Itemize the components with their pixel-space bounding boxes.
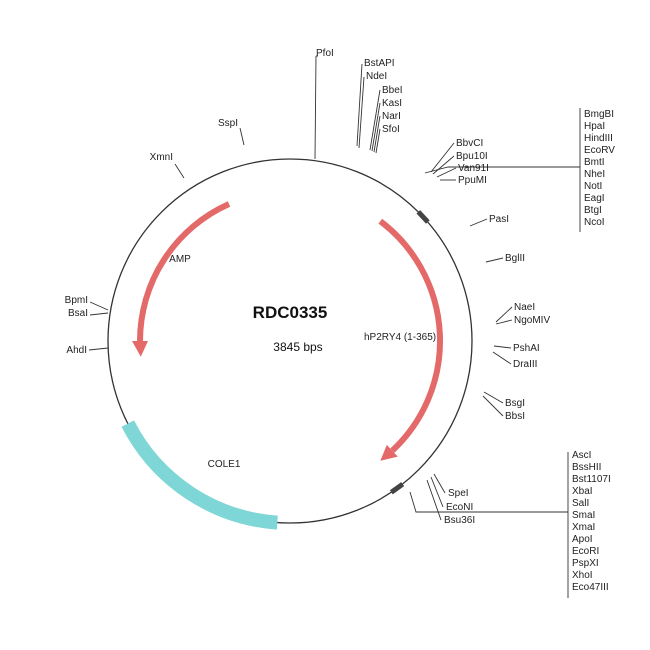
site-bbsi: BbsI bbox=[505, 411, 525, 422]
site-pshai: PshAI bbox=[513, 343, 540, 354]
site-naei: NaeI bbox=[514, 302, 535, 313]
pfoi-leader bbox=[314, 55, 317, 160]
amp-label: AMP bbox=[169, 254, 191, 265]
site-xbai: XbaI bbox=[572, 486, 593, 497]
cole1-feature bbox=[121, 420, 278, 530]
site-bsai: BsaI bbox=[68, 308, 88, 319]
plasmid-size: 3845 bps bbox=[273, 340, 322, 354]
site-hindiii: HindIII bbox=[584, 133, 613, 144]
site-bmti: BmtI bbox=[584, 157, 605, 168]
site-sspi: SspI bbox=[218, 118, 238, 129]
site-pspxi: PspXI bbox=[572, 558, 599, 569]
site-bbei: BbeI bbox=[382, 85, 403, 96]
site-ndei: NdeI bbox=[366, 71, 387, 82]
site-bsgi: BsgI bbox=[505, 398, 525, 409]
hp2ry4-label: hP2RY4 (1-365) bbox=[364, 332, 436, 343]
econi-leader bbox=[430, 476, 444, 508]
pasi-leader bbox=[469, 218, 488, 227]
site-hpai: HpaI bbox=[584, 121, 605, 132]
site-van91i: Van91I bbox=[458, 163, 489, 174]
site-ahdi: AhdI bbox=[66, 345, 87, 356]
sfoi-leader bbox=[375, 128, 381, 154]
sspi-leader bbox=[239, 127, 245, 146]
bsgi-leader bbox=[483, 391, 504, 404]
site-apoi: ApoI bbox=[572, 534, 593, 545]
site-pfoi: PfoI bbox=[316, 48, 334, 59]
site-xmni: XmnI bbox=[150, 152, 173, 163]
bstapi-leader bbox=[356, 63, 363, 147]
mcs-top-leader bbox=[424, 166, 580, 174]
site-ppumi: PpuMI bbox=[458, 175, 487, 186]
hp2ry4-gene-arrow bbox=[378, 218, 443, 453]
site-eco47iii: Eco47III bbox=[572, 582, 609, 593]
site-bpmi: BpmI bbox=[65, 295, 88, 306]
van91i-leader bbox=[436, 167, 457, 178]
site-asci: AscI bbox=[572, 450, 591, 461]
site-kasi: KasI bbox=[382, 98, 402, 109]
site-bsshii: BssHII bbox=[572, 462, 601, 473]
site-ecorv: EcoRV bbox=[584, 145, 615, 156]
bpmi-leader bbox=[89, 301, 109, 311]
site-ngomiv: NgoMIV bbox=[514, 315, 550, 326]
pshai-leader bbox=[493, 345, 512, 349]
bbvci-leader bbox=[430, 142, 455, 173]
mcs-bottom-leader bbox=[409, 491, 568, 513]
kasi-leader bbox=[371, 102, 381, 152]
site-ecori: EcoRI bbox=[572, 546, 599, 557]
bbei-leader bbox=[369, 89, 381, 151]
bpu10i-leader bbox=[432, 155, 455, 175]
site-spei: SpeI bbox=[448, 488, 469, 499]
site-sfoi: SfoI bbox=[382, 124, 400, 135]
spei-leader bbox=[433, 473, 446, 494]
site-bstapi: BstAPI bbox=[364, 58, 395, 69]
site-pasi: PasI bbox=[489, 214, 509, 225]
site-smai: SmaI bbox=[572, 510, 595, 521]
nari-leader bbox=[373, 115, 381, 153]
site-btgi: BtgI bbox=[584, 205, 602, 216]
bbsi-leader bbox=[482, 395, 504, 417]
mcs-top-marker bbox=[416, 210, 430, 224]
draiii-leader bbox=[492, 351, 512, 365]
site-bpu10i: Bpu10I bbox=[456, 151, 488, 162]
site-bglii: BglII bbox=[505, 253, 525, 264]
site-bbvci: BbvCI bbox=[456, 138, 483, 149]
site-eagi: EagI bbox=[584, 193, 605, 204]
site-xhoi: XhoI bbox=[572, 570, 593, 581]
xmni-leader bbox=[174, 163, 185, 179]
site-ncoi: NcoI bbox=[584, 217, 605, 228]
ahdi-leader bbox=[88, 347, 109, 351]
bsu36i-leader bbox=[426, 479, 442, 521]
amp-arrowhead bbox=[132, 341, 148, 357]
ngomiv-leader bbox=[495, 319, 513, 325]
site-bst1107i: Bst1107I bbox=[572, 474, 611, 485]
cole1-label: COLE1 bbox=[208, 459, 241, 470]
hp2ry4-arrowhead bbox=[380, 444, 398, 461]
plasmid-name: RDC0335 bbox=[253, 303, 328, 322]
site-nari: NarI bbox=[382, 111, 401, 122]
site-sali: SalI bbox=[572, 498, 589, 509]
naei-leader bbox=[495, 306, 513, 323]
ndei-leader bbox=[358, 76, 365, 149]
site-econi: EcoNI bbox=[446, 502, 473, 513]
mcs-bottom-marker bbox=[389, 482, 405, 495]
plasmid-backbone bbox=[107, 158, 473, 524]
site-bsu36i: Bsu36I bbox=[444, 515, 475, 526]
site-bmgbi: BmgBI bbox=[584, 109, 614, 120]
site-draiii: DraIII bbox=[513, 359, 537, 370]
site-nhei: NheI bbox=[584, 169, 605, 180]
bsai-leader bbox=[89, 312, 109, 316]
site-noti: NotI bbox=[584, 181, 602, 192]
amp-gene-arrow bbox=[137, 201, 231, 342]
bglii-leader bbox=[485, 257, 504, 263]
site-xmai: XmaI bbox=[572, 522, 595, 533]
